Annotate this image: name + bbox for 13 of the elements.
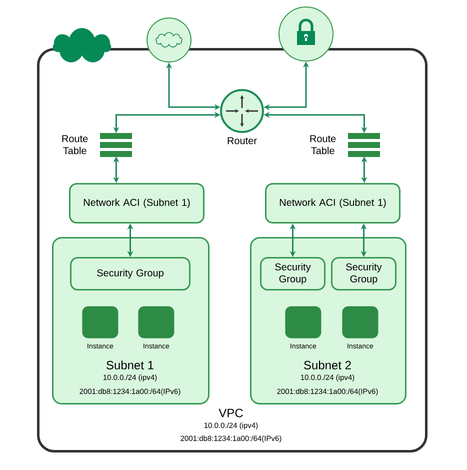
node-label: Route Table [62,135,88,154]
node-label: Route Table [310,135,336,154]
rounded-box: Network ACI (Subnet 1) [69,183,204,224]
rounded-box: Security Group [260,257,326,290]
lock-circle [278,6,334,62]
rounded-box: Security Group [331,257,396,290]
rounded-box: Security Group [70,257,190,290]
container-label: VPC [218,408,243,418]
container-label: Subnet 2 [304,360,351,370]
rounded-box: Network ACI (Subnet 1) [265,183,400,224]
node-label: Router [228,137,257,144]
cloud-circle [146,18,192,62]
container-label: Subnet 1 [106,360,154,370]
